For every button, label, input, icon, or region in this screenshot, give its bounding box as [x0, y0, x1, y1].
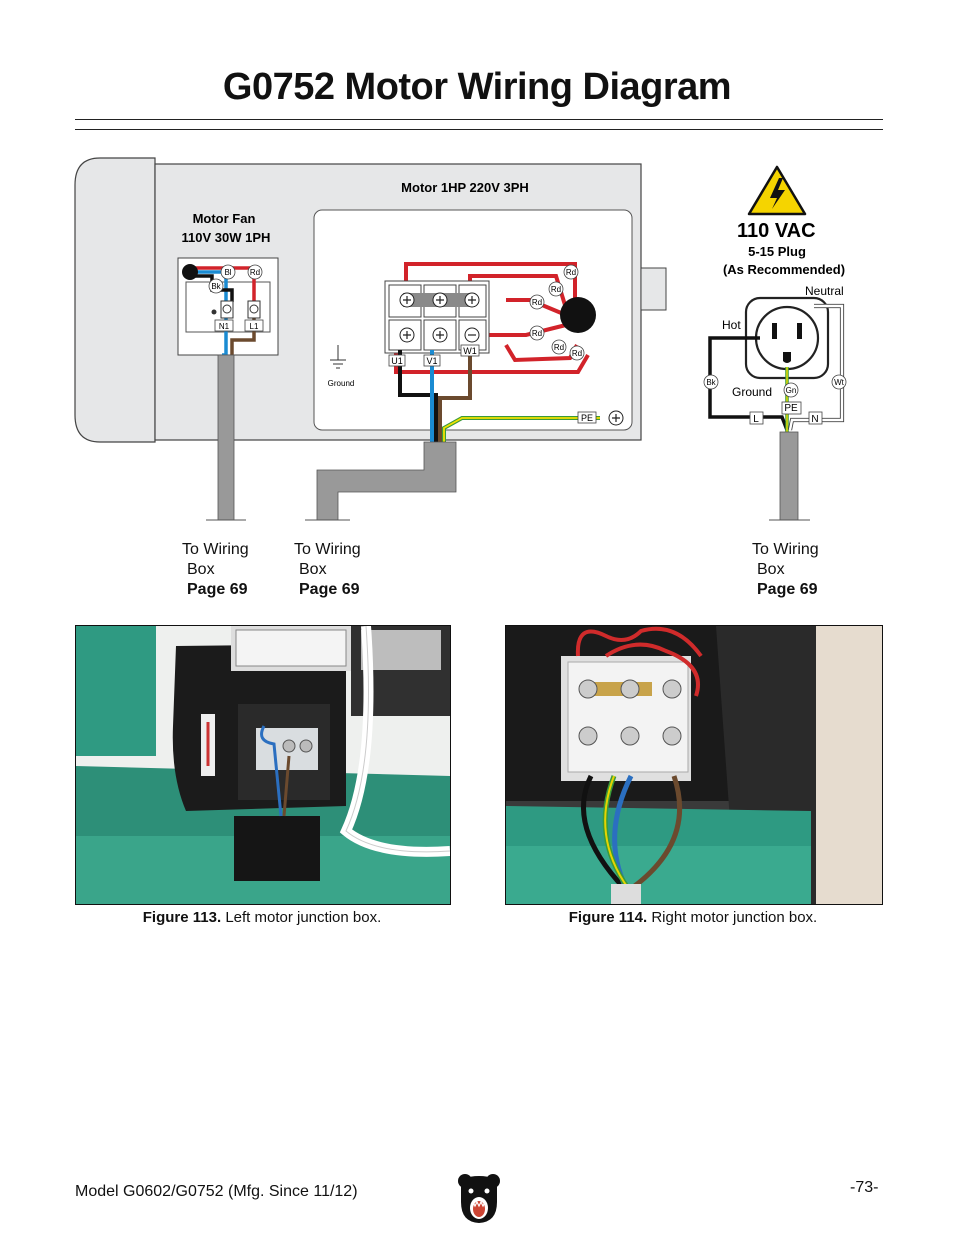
- fan-wire-bk-label: Bk: [211, 282, 221, 291]
- motor-wire-label-1: Rd: [566, 268, 576, 277]
- plug-ground-label: Ground: [732, 385, 772, 399]
- plug-neutral-label: Neutral: [805, 284, 844, 298]
- fan-label-1: Motor Fan: [193, 211, 256, 226]
- page-link[interactable]: Page 69: [187, 581, 248, 598]
- motor-wire-label-6: Rd: [572, 349, 582, 358]
- plug-terminal-l: L: [753, 414, 759, 425]
- title-rule-bottom: [75, 129, 883, 130]
- motor-wire-label-5: Rd: [554, 343, 564, 352]
- ground-label: Ground: [328, 379, 355, 388]
- page-link[interactable]: Page 69: [757, 581, 818, 598]
- motor-capacitor: [560, 297, 596, 333]
- warning-triangle-icon: [747, 165, 807, 216]
- fan-capacitor: [182, 264, 198, 280]
- figure-114-photo: [505, 625, 883, 905]
- plug-type: 5-15 Plug: [748, 244, 806, 259]
- figure-113-photo: [75, 625, 451, 905]
- terminal-v1: V1: [426, 356, 437, 366]
- plug-note: (As Recommended): [723, 262, 845, 277]
- page-link[interactable]: Page 69: [299, 581, 360, 598]
- terminal-w1: W1: [463, 346, 477, 356]
- plug-cable: [779, 431, 799, 521]
- motor-wire-label-2: Rd: [551, 285, 561, 294]
- destination-motor: To Wiring Box Page 69: [294, 541, 361, 598]
- fan-terminals: [220, 300, 261, 319]
- motor-housing-cap: [74, 157, 156, 443]
- plug-voltage: 110 VAC: [737, 220, 816, 242]
- fan-label-2: 110V 30W 1PH: [182, 230, 271, 245]
- fan-wire-rd-label: Rd: [250, 268, 260, 277]
- plug-wire-gn: Gn: [786, 386, 797, 395]
- terminal-u1: U1: [391, 356, 403, 366]
- destination-plug: To Wiring Box Page 69: [752, 541, 819, 598]
- plug-terminal-pe: PE: [784, 403, 798, 414]
- plug-hot-label: Hot: [722, 318, 741, 332]
- terminal-pe: PE: [581, 413, 593, 423]
- fan-terminal-l1: L1: [250, 322, 259, 331]
- footer-page-number: -73-: [850, 1179, 879, 1196]
- motor-label: Motor 1HP 220V 3PH: [401, 180, 529, 195]
- figure-114-caption: Figure 114. Right motor junction box.: [568, 909, 818, 926]
- fan-cable: [217, 354, 235, 521]
- motor-housing-tab: [640, 267, 667, 311]
- fan-wire-bl-label: Bl: [224, 268, 231, 277]
- plug-wire-bk: Bk: [706, 378, 716, 387]
- motor-wire-label-4: Rd: [532, 329, 542, 338]
- fan-screw: [211, 309, 217, 315]
- motor-cable: [316, 441, 457, 521]
- plug-wires: [708, 303, 845, 432]
- fan-terminal-n1: N1: [219, 322, 230, 331]
- motor-wire-label-3: Rd: [532, 298, 542, 307]
- plug-wire-wt: Wt: [834, 378, 845, 387]
- wiring-diagram: Motor 1HP 220V 3PH Motor Fan 110V 30W 1P…: [74, 157, 847, 521]
- figure-113-caption: Figure 113. Left motor junction box.: [142, 909, 382, 926]
- plug-terminal-n: N: [811, 414, 818, 425]
- footer-model: Model G0602/G0752 (Mfg. Since 11/12): [75, 1183, 358, 1200]
- page-title: G0752 Motor Wiring Diagram: [222, 66, 732, 108]
- title-rule-top: [75, 119, 883, 120]
- ground-symbol-icon: [330, 345, 346, 369]
- bear-logo-icon: [458, 1174, 500, 1223]
- destination-fan: To Wiring Box Page 69: [182, 541, 249, 598]
